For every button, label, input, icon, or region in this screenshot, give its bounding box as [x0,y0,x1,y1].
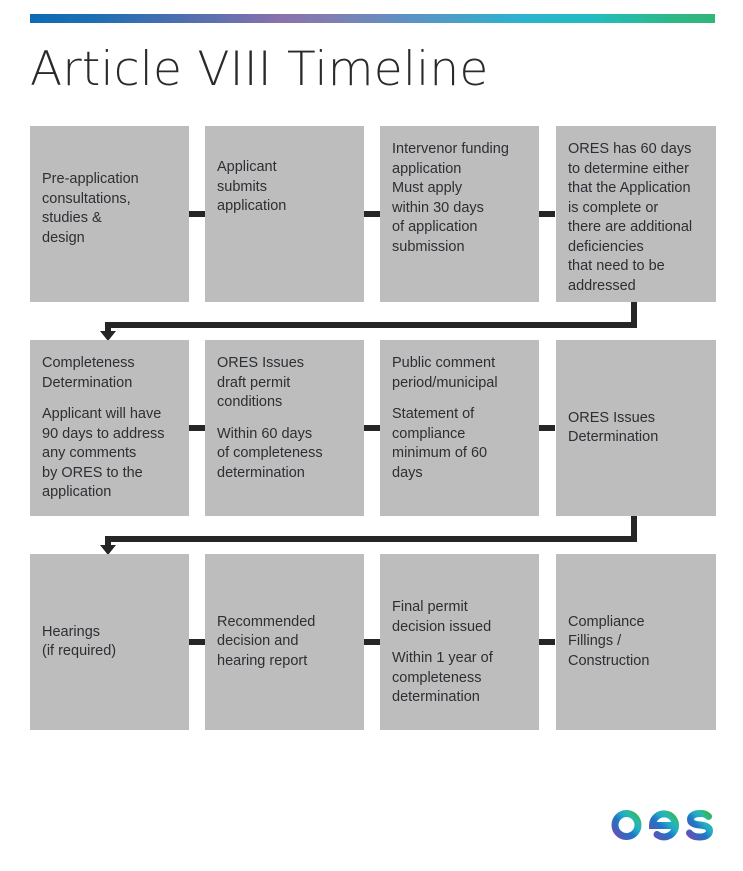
connector-segment-horizontal [105,322,637,328]
page-title: Article VIII Timeline [30,42,489,97]
node-paragraph: ORES Issues Determination [568,409,659,446]
flow-row-1: Pre-application consultations, studies &… [30,126,716,302]
node-paragraph: Within 1 year of completeness determinat… [392,650,493,705]
flow-node-applicant-submits[interactable]: Applicant submits application [205,126,364,302]
connector-dash [364,211,380,217]
node-paragraph: Compliance Fillings / Construction [568,613,650,669]
connector-dash [539,425,555,431]
flow-node-public-comment[interactable]: Public comment period/municipal Statemen… [380,340,539,516]
node-paragraph: Applicant will have 90 days to address a… [42,406,165,500]
node-body: Applicant submits application [217,158,352,217]
node-body: Compliance Fillings / Construction [568,613,704,672]
node-paragraph: Pre-application consultations, studies &… [42,171,139,246]
connector-dash [189,211,205,217]
connector-segment-vertical [105,536,111,548]
node-body: Recommended decision and hearing report [217,613,352,672]
node-paragraph: Statement of compliance minimum of 60 da… [392,406,488,481]
node-paragraph: ORES Issues draft permit conditions [217,355,305,410]
flow-node-final-permit-decision[interactable]: Final permit decision issued Within 1 ye… [380,554,539,730]
node-body: Public comment period/municipal Statemen… [392,354,527,483]
connector-dash [189,425,205,431]
node-body: ORES Issues Determination [568,409,704,448]
arrow-head-icon [100,545,116,555]
node-body: ORES Issues draft permit conditions With… [217,354,352,483]
connector-dash [539,211,555,217]
flow-node-intervenor-funding[interactable]: Intervenor funding application Must appl… [380,126,539,302]
node-body: Completeness Determination Applicant wil… [42,354,177,503]
node-paragraph: Public comment period/municipal [392,355,498,391]
flow-row-3: Hearings (if required) Recommended decis… [30,554,716,730]
connector-dash [539,639,555,645]
node-body: Pre-application consultations, studies &… [42,170,177,248]
connector-dash [364,425,380,431]
node-paragraph: Final permit decision issued [392,599,492,635]
wraparound-arrow-row1-to-row2 [0,302,743,342]
node-paragraph: Completeness Determination [42,355,135,391]
connector-dash [364,639,380,645]
node-body: Hearings (if required) [42,623,177,662]
flow-node-recommended-decision[interactable]: Recommended decision and hearing report [205,554,364,730]
connector-dash [189,639,205,645]
node-body: Final permit decision issued Within 1 ye… [392,598,527,708]
connector-segment-vertical [631,516,637,542]
flow-node-compliance-fillings[interactable]: Compliance Fillings / Construction [556,554,716,730]
node-paragraph: Hearings (if required) [42,623,117,660]
node-body: Intervenor funding application Must appl… [392,140,527,257]
flow-node-ores-issues-determination[interactable]: ORES Issues Determination [556,340,716,516]
flow-node-hearings[interactable]: Hearings (if required) [30,554,189,730]
accent-gradient-bar [30,14,715,23]
flow-node-ores-draft-permit[interactable]: ORES Issues draft permit conditions With… [205,340,364,516]
flow-node-ores-60-days[interactable]: ORES has 60 days to determine either tha… [556,126,716,302]
node-paragraph: Intervenor funding application Must appl… [392,141,509,255]
wraparound-arrow-row2-to-row3 [0,516,743,556]
node-paragraph: ORES has 60 days to determine either tha… [568,141,693,294]
node-body: ORES has 60 days to determine either tha… [568,140,704,296]
connector-segment-vertical [105,322,111,334]
connector-segment-vertical [631,302,637,328]
arrow-head-icon [100,331,116,341]
node-paragraph: Applicant submits application [217,159,287,214]
node-paragraph: Within 60 days of completeness determina… [217,425,323,481]
flow-node-pre-application[interactable]: Pre-application consultations, studies &… [30,126,189,302]
aes-logo [608,795,716,843]
node-paragraph: Recommended decision and hearing report [217,613,316,669]
connector-segment-horizontal [105,536,637,542]
flow-row-2: Completeness Determination Applicant wil… [30,340,716,516]
flow-node-completeness-determination[interactable]: Completeness Determination Applicant wil… [30,340,189,516]
